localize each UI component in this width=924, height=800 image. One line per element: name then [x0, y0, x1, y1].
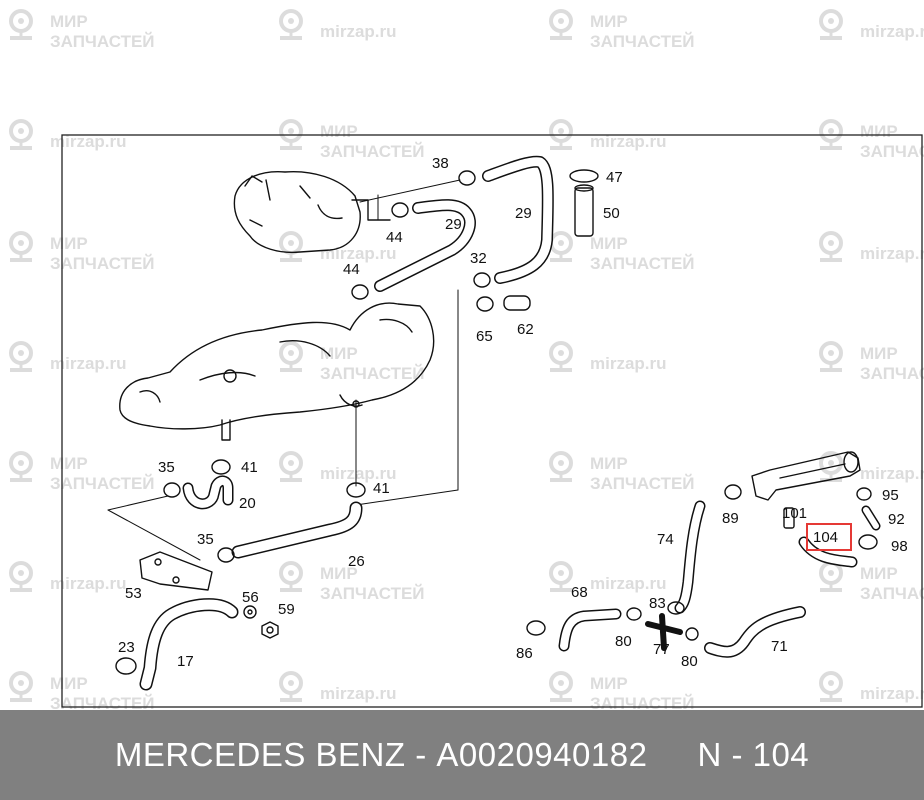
- carburetor-outline: [233, 171, 361, 254]
- label-77: 77: [653, 641, 670, 658]
- label-80-left: 80: [615, 633, 632, 650]
- brand-name: MERCEDES BENZ: [114, 736, 406, 773]
- label-29-upper: 29: [445, 216, 462, 233]
- label-17: 17: [177, 653, 194, 670]
- label-104: 104: [813, 529, 838, 546]
- label-38: 38: [432, 155, 449, 172]
- manifold-outline: [119, 302, 435, 430]
- separator: -: [415, 736, 427, 773]
- label-71: 71: [771, 638, 788, 655]
- label-59: 59: [278, 601, 295, 618]
- label-89: 89: [722, 510, 739, 527]
- label-44-lower: 44: [343, 261, 360, 278]
- label-44-upper: 44: [386, 229, 403, 246]
- label-35-upper: 35: [158, 459, 175, 476]
- label-26: 26: [348, 553, 365, 570]
- label-29-lower: 29: [515, 205, 532, 222]
- label-65: 65: [476, 328, 493, 345]
- distribution-pipe: [751, 451, 861, 501]
- label-53: 53: [125, 585, 142, 602]
- parts-diagram: 38 47 29 29 50 44 44 32 65 62 35 41 20 4…: [61, 134, 923, 708]
- label-83: 83: [649, 595, 666, 612]
- label-86: 86: [516, 645, 533, 662]
- label-35-lower: 35: [197, 531, 214, 548]
- diagram-frame: [61, 134, 923, 708]
- label-41-right: 41: [373, 480, 390, 497]
- label-23: 23: [118, 639, 135, 656]
- label-74: 74: [657, 531, 674, 548]
- part-info-bar: MERCEDES BENZ - A0020940182 N - 104: [0, 710, 924, 800]
- label-101: 101: [782, 505, 807, 522]
- label-20: 20: [239, 495, 256, 512]
- label-32: 32: [470, 250, 487, 267]
- position-label: N - 104: [697, 736, 810, 773]
- label-50: 50: [603, 205, 620, 222]
- label-92: 92: [888, 511, 905, 528]
- label-98: 98: [891, 538, 908, 555]
- label-68: 68: [571, 584, 588, 601]
- label-56: 56: [242, 589, 259, 606]
- callout-labels: 38 47 29 29 50 44 44 32 65 62 35 41 20 4…: [118, 155, 908, 670]
- label-41-left: 41: [241, 459, 258, 476]
- label-95: 95: [882, 487, 899, 504]
- part-number: A0020940182: [436, 736, 648, 773]
- highlight-box: [806, 523, 852, 551]
- label-80-right: 80: [681, 653, 698, 670]
- label-62: 62: [517, 321, 534, 338]
- label-47: 47: [606, 169, 623, 186]
